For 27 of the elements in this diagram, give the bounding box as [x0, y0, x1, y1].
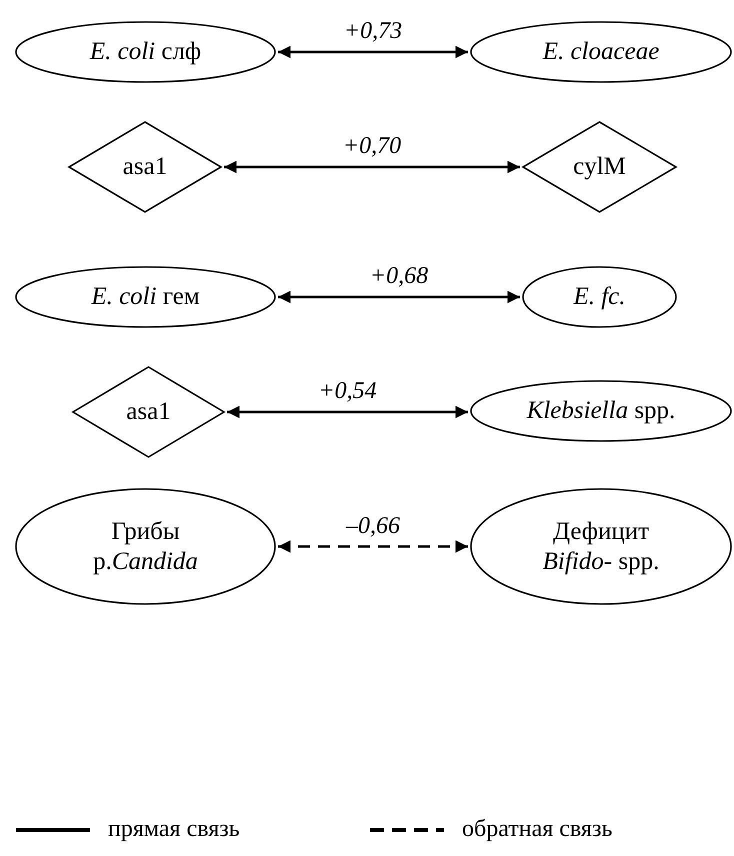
node-label: asa1 [122, 152, 168, 182]
ellipse-node [522, 266, 677, 328]
node-label: E. coli гем [91, 282, 200, 312]
ellipse-node [15, 21, 276, 83]
ellipse-node [470, 488, 732, 605]
decision-diamond [68, 121, 222, 213]
dashed-double-arrow [278, 540, 468, 553]
double-arrow [278, 46, 468, 58]
node-label: asa1 [126, 397, 171, 427]
node-label: Klebsiella spp. [526, 396, 676, 426]
ellipse-node [15, 488, 276, 605]
node-label: E. coli слф [90, 37, 202, 67]
double-arrow [227, 406, 468, 418]
legend-label: прямая связь [108, 816, 240, 842]
node-label: Грибы р.Candida [92, 516, 199, 576]
node-label: cylM [573, 152, 626, 182]
node-label: Дефицит Bifido- spp. [542, 516, 660, 576]
ellipse-node [15, 266, 276, 328]
decision-diamond [522, 121, 677, 213]
decision-diamond [72, 366, 225, 458]
ellipse-node [470, 21, 732, 83]
node-label: E. cloaceae [542, 37, 660, 67]
double-arrow [224, 160, 520, 174]
ellipse-node [470, 380, 732, 442]
node-label: E. fc. [573, 282, 626, 312]
legend-label: обратная связь [462, 816, 612, 842]
double-arrow [278, 290, 520, 304]
